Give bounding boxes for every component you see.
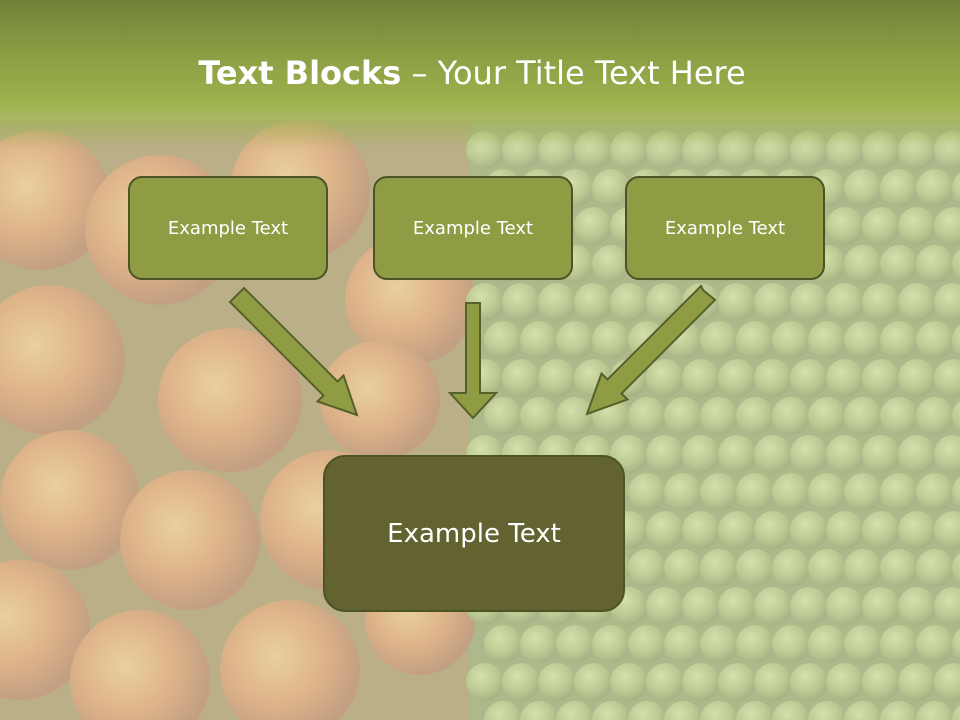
text-block-middle[interactable]: Example Text <box>373 176 573 280</box>
text-block-right[interactable]: Example Text <box>625 176 825 280</box>
text-block-center[interactable]: Example Text <box>323 455 625 612</box>
title-band <box>0 0 960 150</box>
title-bold-part: Text Blocks <box>198 54 402 92</box>
title-dash: – <box>401 54 438 92</box>
title-rest: Your Title Text Here <box>437 54 746 92</box>
slide-title: Text Blocks – Your Title Text Here <box>0 54 944 92</box>
text-block-left[interactable]: Example Text <box>128 176 328 280</box>
